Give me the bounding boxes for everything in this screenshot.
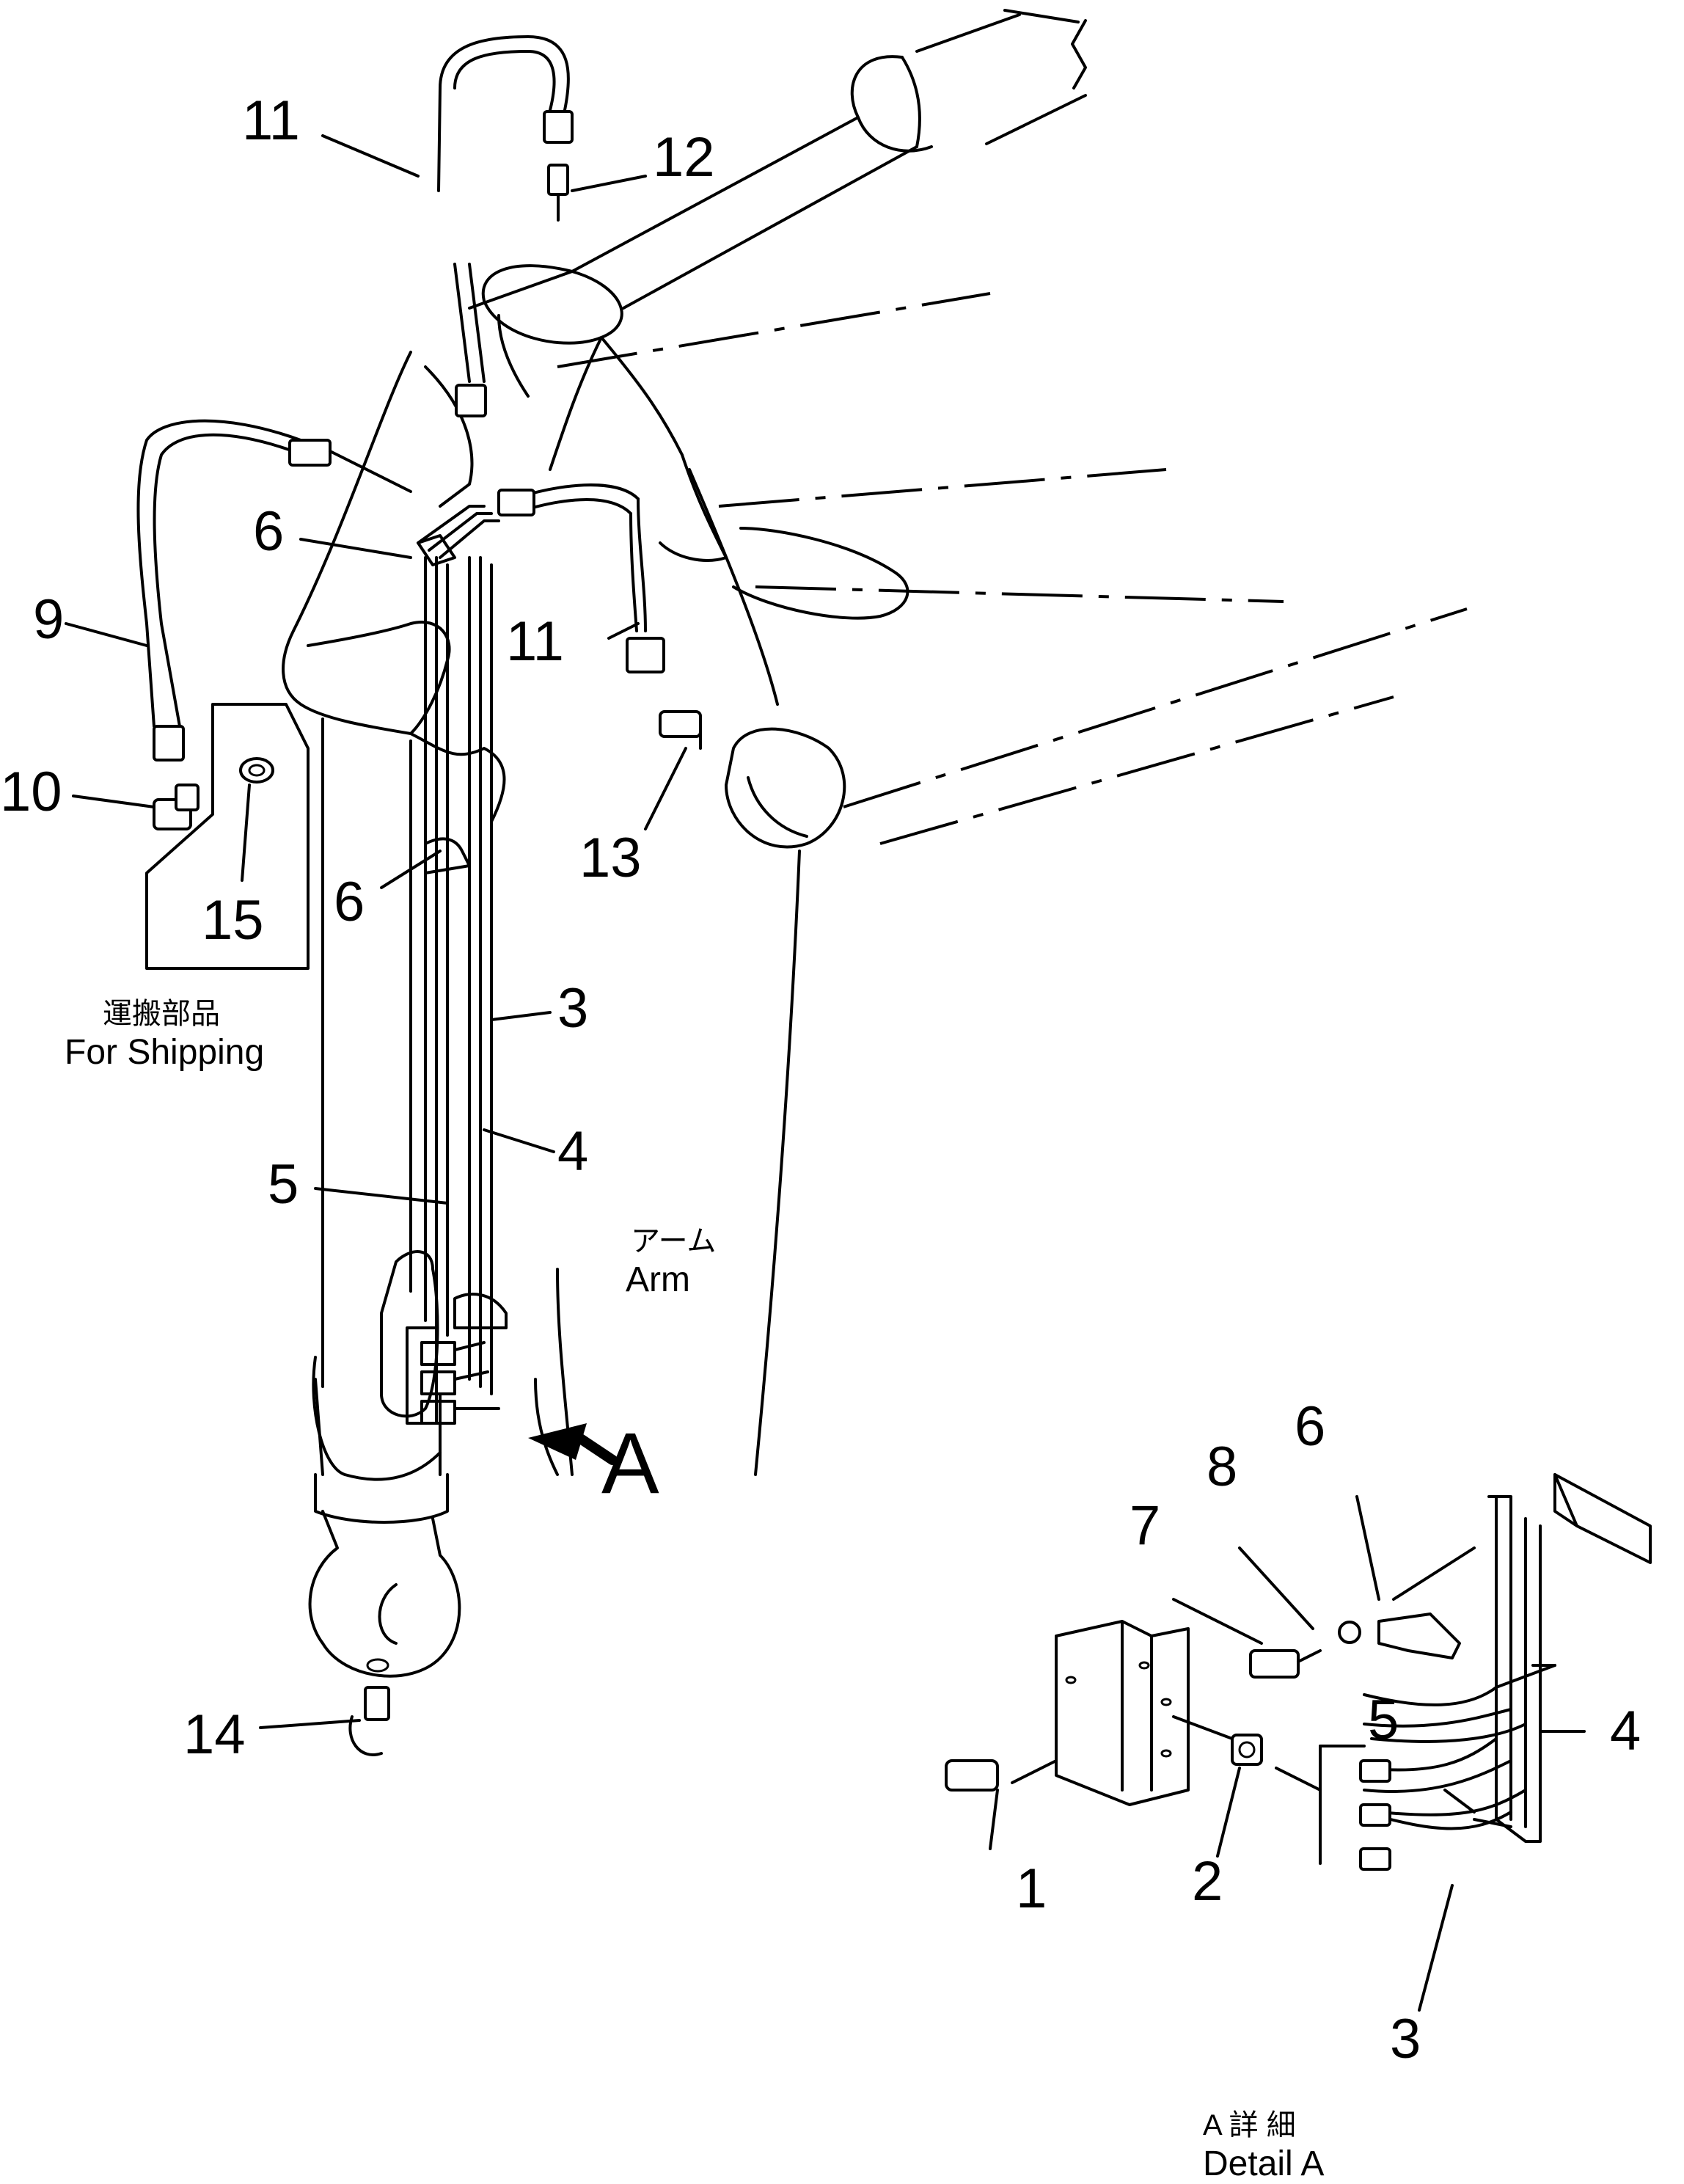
hose-11-right bbox=[497, 483, 665, 673]
shipping-caption-en: For Shipping bbox=[65, 1033, 264, 1072]
hose-11-top bbox=[437, 35, 574, 417]
captions: 運搬部品 For Shipping アーム Arm A 詳 細 Detail A bbox=[65, 998, 1324, 2183]
hose-9 bbox=[136, 419, 412, 762]
loose-fittings bbox=[153, 710, 702, 1756]
label-15: 15 bbox=[202, 889, 264, 952]
arm-outline bbox=[534, 292, 1468, 1476]
pipe-bundle bbox=[417, 505, 500, 1410]
detail-a-drawing bbox=[945, 1473, 1652, 1871]
label-9: 9 bbox=[33, 588, 64, 651]
detail-caption-en: Detail A bbox=[1203, 2144, 1324, 2183]
shipping-caption-jp: 運搬部品 bbox=[103, 998, 220, 1030]
label-13: 13 bbox=[579, 827, 642, 889]
label-3: 3 bbox=[557, 977, 588, 1040]
detail-label-3: 3 bbox=[1390, 2008, 1421, 2070]
label-6-upper: 6 bbox=[253, 500, 284, 563]
detail-label-6: 6 bbox=[1295, 1395, 1325, 1458]
label-10: 10 bbox=[0, 761, 62, 823]
label-11-top: 11 bbox=[242, 90, 300, 152]
detail-label-7: 7 bbox=[1130, 1494, 1160, 1557]
label-view-a: A bbox=[601, 1415, 659, 1512]
label-4: 4 bbox=[557, 1120, 588, 1183]
leader-lines bbox=[65, 134, 687, 1729]
detail-label-4: 4 bbox=[1610, 1700, 1641, 1762]
detail-label-2: 2 bbox=[1192, 1850, 1223, 1913]
label-5: 5 bbox=[268, 1153, 299, 1216]
detail-label-8: 8 bbox=[1207, 1436, 1237, 1498]
label-6-lower: 6 bbox=[334, 871, 365, 933]
arrow-icon bbox=[528, 1423, 618, 1465]
label-11-right: 11 bbox=[506, 610, 564, 673]
detail-caption-jp: A 詳 細 bbox=[1203, 2109, 1296, 2141]
label-12: 12 bbox=[653, 126, 715, 189]
bucket-cylinder bbox=[282, 351, 506, 1678]
detail-label-1: 1 bbox=[1016, 1858, 1047, 1920]
detail-label-5: 5 bbox=[1368, 1689, 1399, 1751]
label-14: 14 bbox=[183, 1703, 246, 1766]
callout-labels: 11 12 6 9 11 10 15 13 6 3 4 5 14 A 8 6 7… bbox=[0, 90, 1641, 2070]
pipe-clamps bbox=[417, 534, 508, 1329]
fittings-block bbox=[406, 1326, 456, 1425]
arm-caption-en: Arm bbox=[626, 1260, 690, 1299]
boom-cylinder bbox=[468, 9, 1087, 310]
shipping-box bbox=[145, 703, 310, 970]
arm-caption-jp: アーム bbox=[631, 1225, 716, 1257]
detail-leader-lines bbox=[1172, 1495, 1586, 2012]
